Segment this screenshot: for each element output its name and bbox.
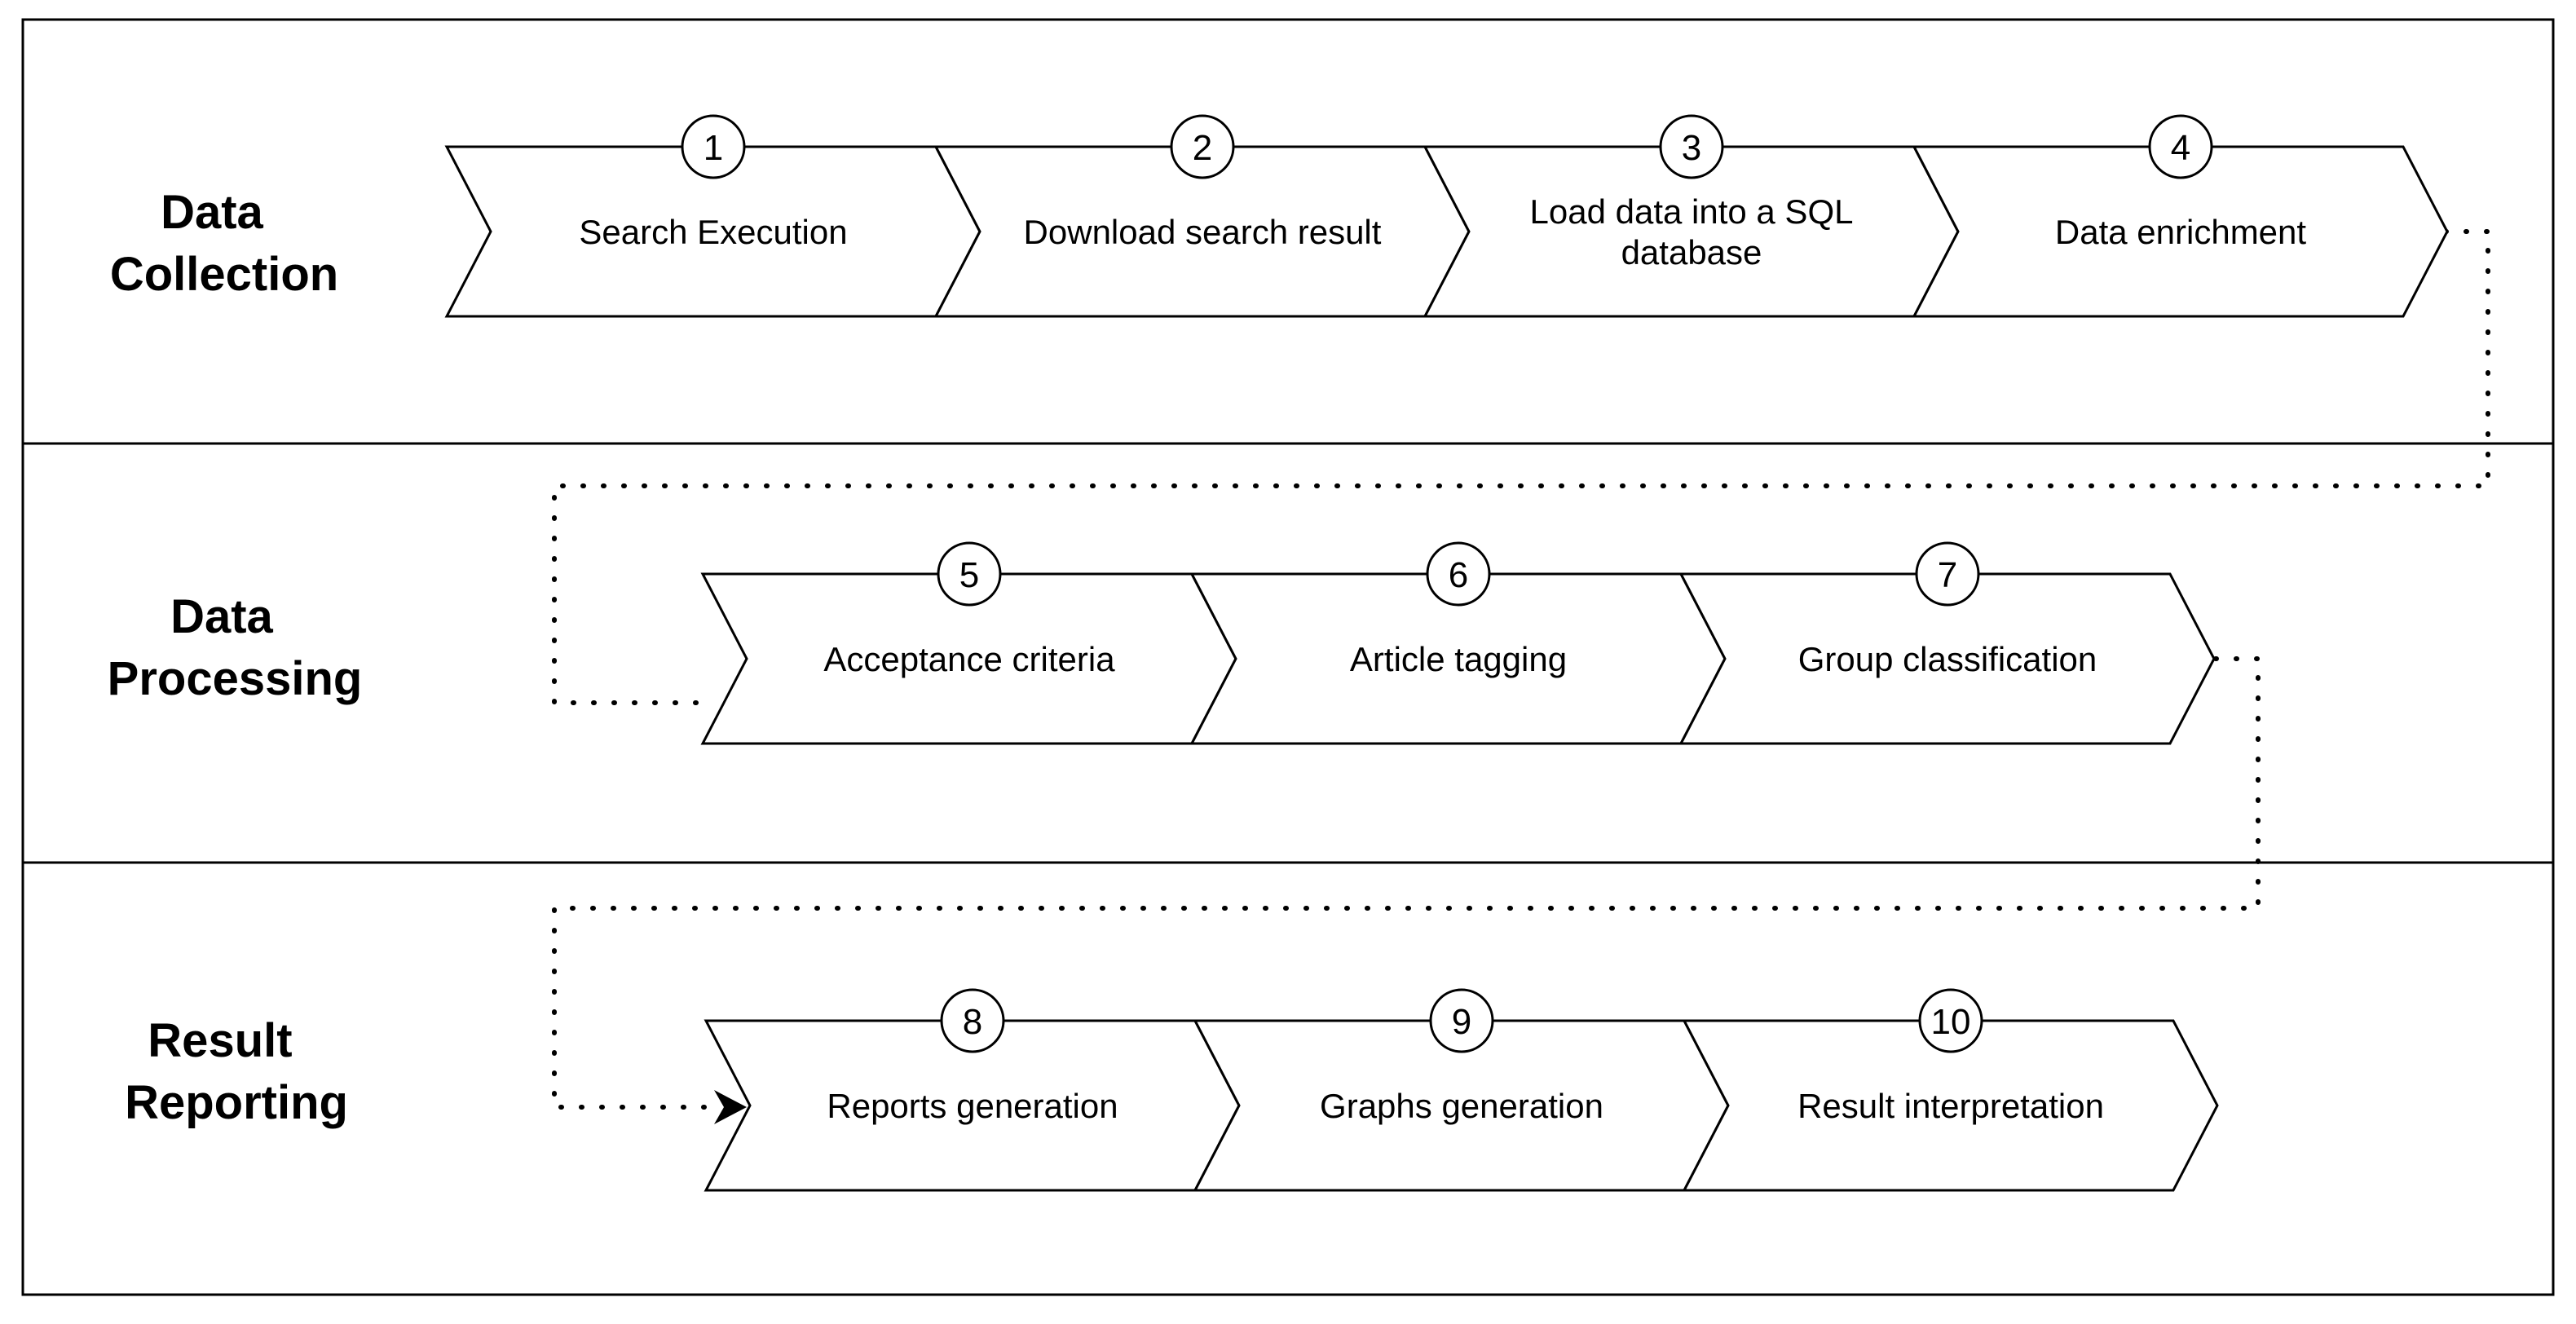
step-label: Download search result — [1024, 213, 1382, 251]
step-number-circle — [1659, 114, 1724, 179]
step-number: 9 — [1452, 1002, 1471, 1042]
step-number: 10 — [1931, 1002, 1971, 1042]
step-number-circle — [1170, 114, 1235, 179]
step-number: 1 — [704, 128, 723, 168]
step-number: 8 — [963, 1002, 982, 1042]
step-number: 3 — [1682, 128, 1701, 168]
step-number-circle — [681, 114, 746, 179]
step-label: Graphs generation — [1320, 1087, 1603, 1125]
step-label: Result interpretation — [1797, 1087, 2104, 1125]
step-number-circle — [937, 541, 1002, 607]
step-label: Data enrichment — [2055, 213, 2306, 251]
step-chevron — [1678, 572, 2216, 745]
connector-arrowhead — [714, 1090, 747, 1124]
step-label: Acceptance criteria — [823, 640, 1115, 678]
step-number: 2 — [1193, 128, 1212, 168]
step-label: Group classification — [1798, 640, 2097, 678]
step-number: 6 — [1449, 555, 1468, 595]
step-chevron — [1912, 145, 2449, 318]
connector-collection-to-processing — [552, 229, 2490, 705]
lane-title-data-processing: Data Processing — [108, 590, 363, 705]
step-number-circle — [1429, 988, 1494, 1053]
step-number-circle — [940, 988, 1005, 1053]
step-number-circle — [1915, 541, 1980, 607]
lane-title-data-collection: Data Collection — [110, 186, 338, 301]
step-label: Search Execution — [579, 213, 847, 251]
step-number-circle — [2148, 114, 2213, 179]
diagram-frame — [21, 18, 2555, 1296]
step-number: 5 — [959, 555, 979, 595]
connector-processing-to-reporting — [552, 656, 2261, 1110]
step-number: 4 — [2171, 128, 2190, 168]
lane-title-result-reporting: Result Reporting — [125, 1014, 348, 1129]
step-number: 7 — [1938, 555, 1957, 595]
step-label: Reports generation — [827, 1087, 1118, 1125]
step-number-circle — [1426, 541, 1491, 607]
step-number-circle — [1918, 988, 1983, 1053]
step-chevron — [1682, 1019, 2219, 1192]
step-label: Article tagging — [1350, 640, 1567, 678]
